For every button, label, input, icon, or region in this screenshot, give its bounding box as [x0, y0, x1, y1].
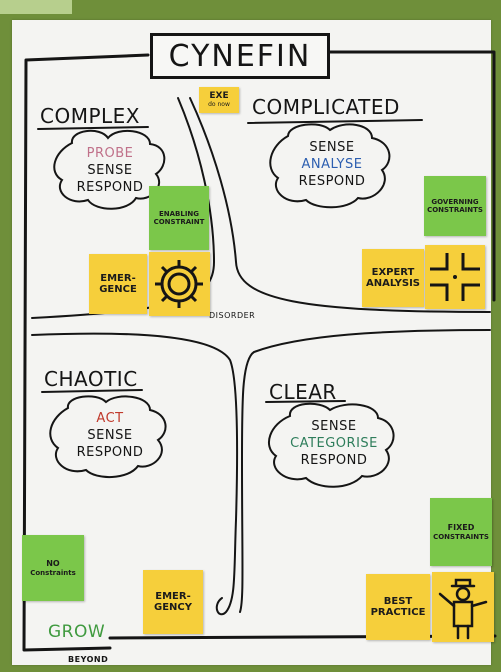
sense-text: SENSE — [87, 428, 133, 443]
complex-icon-note — [149, 252, 210, 316]
respond-text: RESPOND — [76, 445, 144, 460]
chaotic-label: CHAOTIC — [44, 367, 138, 391]
chaotic-cloud-text: ACT SENSE RESPOND — [68, 410, 152, 461]
sense-text: SENSE — [87, 163, 133, 178]
clear-icon-note — [432, 572, 494, 642]
beyond-label: BEYOND — [68, 655, 109, 664]
page-title: CYNEFIN — [150, 33, 330, 79]
complex-cloud-text: PROBE SENSE RESPOND — [70, 145, 150, 196]
act-text: ACT — [96, 411, 124, 426]
clear-cloud — [268, 402, 395, 488]
clear-label: CLEAR — [269, 380, 337, 404]
complex-label: COMPLEX — [40, 104, 141, 128]
probe-text: PROBE — [86, 146, 134, 161]
disorder-label: DISORDER — [209, 311, 256, 320]
analyse-text: ANALYSE — [301, 157, 363, 172]
frame-right — [324, 50, 496, 302]
complicated-icon-note — [425, 245, 485, 309]
respond-text: RESPOND — [298, 174, 366, 189]
sense-text: SENSE — [309, 140, 355, 155]
emergency-note: EMER-GENCY — [143, 570, 203, 634]
complicated-label: COMPLICATED — [252, 95, 400, 119]
respond-text: RESPOND — [300, 453, 368, 468]
clear-cloud-text: SENSE CATEGORISE RESPOND — [282, 418, 386, 469]
sense-text: SENSE — [311, 419, 357, 434]
chaotic-cloud — [49, 395, 167, 478]
grow-label: GROW — [48, 622, 106, 642]
background-tab — [0, 0, 72, 14]
categorise-text: CATEGORISE — [290, 436, 378, 451]
grid-icon — [430, 253, 480, 301]
frame-left — [22, 53, 150, 652]
frame-bottom — [108, 634, 497, 640]
respond-text: RESPOND — [76, 180, 144, 195]
traffic-officer-icon — [438, 578, 488, 640]
emergence-note: EMER-GENCE — [89, 254, 147, 314]
complicated-cloud-text: SENSE ANALYSE RESPOND — [284, 139, 380, 190]
emergence-icon — [155, 260, 203, 308]
complicated-cloud — [269, 123, 391, 209]
